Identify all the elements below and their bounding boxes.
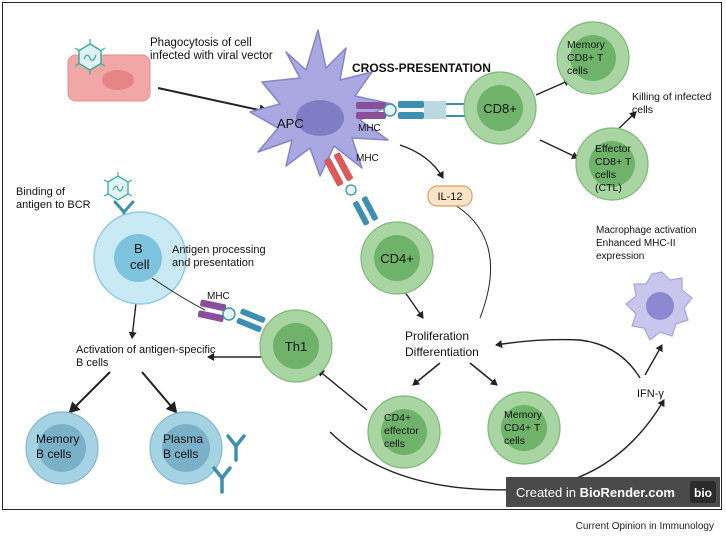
cd4-effector-cell	[367, 395, 441, 469]
arrow-ifn-macrophage	[644, 344, 663, 376]
mhc-label-cd8: MHC	[358, 123, 381, 134]
watermark-brand: BioRender.com	[580, 485, 675, 500]
il12-label: IL-12	[437, 191, 462, 203]
phagocytosis-label-2: infected with viral vector	[150, 50, 273, 62]
arrow-activation-plasma	[141, 371, 178, 414]
mhc-tcr-complex-cd4	[324, 152, 378, 226]
memory-cd8-label-2: CD8+ T	[567, 52, 604, 64]
antigen-processing-label-2: and presentation	[172, 257, 254, 269]
binding-label-2: antigen to BCR	[16, 199, 91, 211]
th1-label: Th1	[285, 339, 307, 354]
killing-label-1: Killing of infected	[632, 91, 712, 103]
biorender-logo-text: bio	[694, 486, 712, 500]
antibody-icon-1	[226, 434, 246, 462]
cd4-t-cell	[360, 221, 434, 295]
cd8-label: CD8+	[483, 101, 517, 116]
cross-presentation-label: CROSS-PRESENTATION	[352, 61, 491, 75]
virus-icon-bcr	[103, 172, 133, 201]
effector-cd8-label-3: cells	[595, 169, 616, 181]
memory-b-cell	[25, 411, 99, 485]
arrow-prolif-effector	[412, 362, 441, 386]
mhc-label-th1: MHC	[207, 291, 230, 302]
arrow-il12-proliferation	[454, 204, 492, 319]
mhc-tcr-complex-th1	[197, 299, 266, 333]
arrow-activation-memoryb	[68, 371, 111, 414]
cd4-effector-label-2: effector	[384, 425, 419, 437]
killing-label-2: cells	[632, 104, 653, 116]
binding-label-1: Binding of	[16, 186, 66, 198]
apc-label: APC	[277, 116, 304, 131]
macrophage-label-3: expression	[596, 251, 644, 262]
arrow-ifn-proliferation	[495, 338, 641, 379]
arrow-prolif-memory	[469, 362, 498, 386]
b-cell	[93, 211, 187, 305]
plasma-b-label-2: B cells	[163, 447, 198, 461]
apc-cell	[249, 29, 393, 177]
memory-b-label-1: Memory	[36, 432, 79, 446]
memory-cd4-label-1: Memory	[504, 409, 543, 421]
effector-cd8-label-4: (CTL)	[595, 182, 622, 194]
mhc-tcr-complex-cd8	[356, 101, 468, 119]
memory-cd8-label-3: cells	[567, 65, 588, 77]
proliferation-label: Proliferation	[405, 329, 469, 343]
th1-cell	[259, 309, 333, 383]
memory-cd4-label-3: cells	[504, 435, 525, 447]
b-cell-label-2: cell	[130, 257, 150, 272]
effector-cd8-t-cell	[575, 127, 649, 201]
plasma-b-cell	[149, 411, 223, 485]
watermark-prefix: Created in	[516, 485, 580, 500]
figure-frame	[2, 2, 722, 510]
phagocytosis-label-1: Phagocytosis of cell	[150, 37, 252, 49]
memory-cd4-label-2: CD4+ T	[504, 422, 541, 434]
biorender-logo	[690, 481, 716, 503]
svg-text:Created in BioRender.com: Created in BioRender.com	[516, 485, 675, 500]
macrophage-cell	[625, 271, 693, 341]
mhc-label-cd4: MHC	[356, 153, 379, 164]
arrow-apc-il12	[399, 144, 444, 179]
virus-icon	[74, 39, 106, 75]
activation-label-1: Activation of antigen-specific	[76, 344, 216, 356]
effector-cd8-label-2: CD8+ T	[595, 156, 632, 168]
plasma-b-label-1: Plasma	[163, 432, 203, 446]
differentiation-label: Differentiation	[405, 345, 479, 359]
macrophage-label-1: Macrophage activation	[596, 225, 697, 236]
memory-cd8-t-cell	[556, 21, 630, 95]
cd4-label: CD4+	[380, 251, 414, 266]
macrophage-label-2: Enhanced MHC-II	[596, 238, 675, 249]
b-cell-label-1: B	[134, 241, 143, 256]
activation-label-2: B cells	[76, 357, 109, 369]
ifn-gamma-label: IFN-γ	[637, 388, 664, 400]
antibody-icon-2	[212, 466, 232, 494]
cd4-effector-label-1: CD4+	[384, 412, 411, 424]
memory-cd8-label-1: Memory	[567, 39, 606, 51]
biorender-watermark: Created in BioRender.com bio	[506, 477, 720, 507]
arrow-effector-th1	[317, 369, 368, 411]
cd4-effector-label-3: cells	[384, 438, 405, 450]
antigen-processing-label-1: Antigen processing	[172, 244, 266, 256]
infected-cell	[67, 39, 151, 102]
arrow-phagocytosis	[157, 87, 270, 116]
effector-cd8-label-1: Effector	[595, 143, 631, 155]
journal-credit: Current Opinion in Immunology	[575, 521, 714, 532]
connector-b-mhc	[151, 277, 206, 311]
memory-b-label-2: B cells	[36, 447, 71, 461]
arrow-cd8-effector	[539, 139, 579, 160]
arrow-cd8-memory	[535, 78, 571, 96]
cd8-t-cell	[463, 71, 537, 145]
memory-cd4-t-cell	[487, 391, 561, 465]
connectors	[68, 78, 665, 491]
il12-badge	[427, 185, 473, 207]
